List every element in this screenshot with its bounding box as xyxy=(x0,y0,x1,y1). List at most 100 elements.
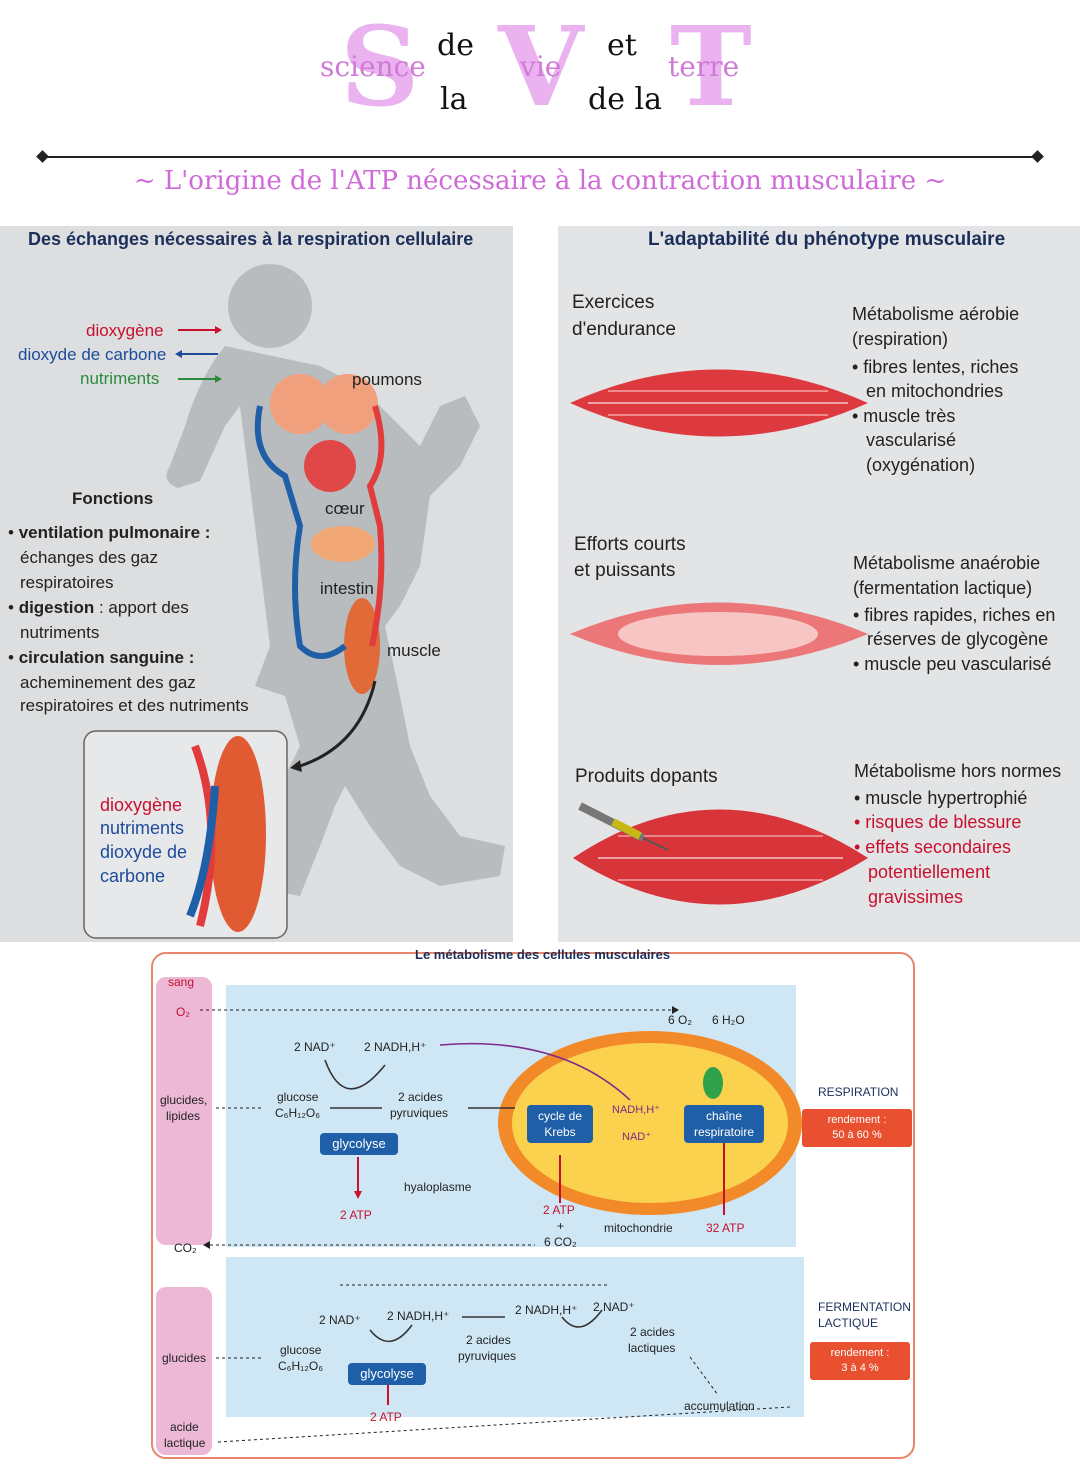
resp-formula: C₆H₁₂O₆ xyxy=(275,1106,321,1120)
bottom-panel-title: Le métabolisme des cellules musculaires xyxy=(415,947,671,962)
function-ventilation: • ventilation pulmonaire : xyxy=(8,523,211,542)
ferm-formula: C₆H₁₂O₆ xyxy=(278,1359,324,1373)
blood-acide: acide xyxy=(170,1420,199,1434)
functions-title: Fonctions xyxy=(72,489,154,508)
row3-b3c: gravissimes xyxy=(868,887,964,907)
inset-co2-2: carbone xyxy=(100,866,166,886)
inset-co2-1: dioxyde de xyxy=(100,842,188,862)
right-panel-title: L'adaptabilité du phénotype musculaire xyxy=(648,229,1006,250)
blood-glucides-lipides1: glucides, xyxy=(160,1093,208,1107)
function-ventilation-desc1: échanges des gaz xyxy=(20,548,158,567)
resp-glucose: glucose xyxy=(277,1090,319,1104)
ferm-pyruv2: pyruviques xyxy=(458,1349,517,1363)
resp-nadh: 2 NADH,H⁺ xyxy=(364,1040,427,1054)
page-subtitle: ~ L'origine de l'ATP nécessaire à la con… xyxy=(133,166,947,196)
row2-head2: (fermentation lactique) xyxy=(853,578,1033,598)
ferm-lact1: 2 acides xyxy=(630,1325,675,1339)
function-digestion: • digestion : apport des xyxy=(8,598,189,617)
row3-b3b: potentiellement xyxy=(868,862,991,882)
row1-b2c: (oxygénation) xyxy=(866,455,976,475)
blood-lactique: lactique xyxy=(164,1436,206,1450)
organ-heart: cœur xyxy=(325,499,365,518)
logo-word-la: la xyxy=(440,82,468,117)
organ-lungs: poumons xyxy=(352,370,422,389)
row3-b2a: • risques de blessure xyxy=(854,812,1022,832)
resp-yield: rendement :50 à 60 % xyxy=(802,1109,912,1147)
ferm-accum: accumulation xyxy=(684,1399,755,1413)
runner-illustration xyxy=(83,264,505,939)
row3-b3a: • effets secondaires xyxy=(854,837,1012,857)
muscle-illustrations xyxy=(570,369,868,905)
inset-nutrients: nutriments xyxy=(100,818,185,838)
row2-b2a: • muscle peu vascularisé xyxy=(853,654,1052,674)
row2-left1: Efforts courts xyxy=(574,534,686,555)
muscle-metabolism-panel: Le métabolisme des cellules musculaires … xyxy=(150,945,930,1464)
logo-word-et: et xyxy=(607,28,637,63)
resp-glycolyse: glycolyse xyxy=(320,1133,398,1155)
ferm-pyruv1: 2 acides xyxy=(466,1333,511,1347)
blood-sang: sang xyxy=(168,975,195,989)
metabolism-diagram xyxy=(151,952,915,1459)
row3-left1: Produits dopants xyxy=(575,766,718,787)
row1-b1a: • fibres lentes, riches xyxy=(852,357,1019,377)
logo-letter-s: S xyxy=(340,2,420,131)
resp-o2: 6 O₂ xyxy=(668,1013,692,1027)
function-circulation-desc2: respiratoires et des nutriments xyxy=(20,696,249,715)
ferm-lact2: lactiques xyxy=(628,1341,676,1355)
logo-word-vie: vie xyxy=(520,50,562,83)
logo-letter-t: T xyxy=(670,2,752,131)
resp-pyruv1: 2 acides xyxy=(398,1090,443,1104)
ferm-nad: 2 NAD⁺ xyxy=(319,1313,361,1327)
resp-nad: 2 NAD⁺ xyxy=(294,1040,336,1054)
ferm-label1: FERMENTATION xyxy=(818,1300,911,1314)
left-panel-title: Des échanges nécessaires à la respiratio… xyxy=(28,229,474,249)
svt-logo: S science de la V vie et de la T terre xyxy=(0,0,1080,130)
logo-word-de: de xyxy=(437,28,474,63)
row2-head1: Métabolisme anaérobie xyxy=(853,553,1041,573)
ferm-yield: rendement :3 à 4 % xyxy=(810,1342,910,1380)
logo-word-dela: de la xyxy=(588,82,662,117)
blood-glucides-lipides2: lipides xyxy=(166,1109,201,1123)
blood-co2: CO₂ xyxy=(174,1241,197,1255)
row1-left2: d'endurance xyxy=(572,319,676,340)
mito-nad: NAD⁺ xyxy=(622,1131,652,1143)
resp-co2: 6 CO₂ xyxy=(544,1235,577,1249)
ferm-atp: 2 ATP xyxy=(370,1410,402,1424)
syringe-icon xyxy=(578,802,669,851)
row1-left1: Exercices xyxy=(572,292,655,313)
row2-b1a: • fibres rapides, riches en xyxy=(853,605,1056,625)
ferm-nadh2: 2 NADH,H⁺ xyxy=(515,1303,578,1317)
row1-head1: Métabolisme aérobie xyxy=(852,304,1020,324)
ferm-glycolyse: glycolyse xyxy=(348,1363,426,1385)
organ-intestine: intestin xyxy=(320,579,374,598)
blood-o2: O₂ xyxy=(176,1005,190,1019)
row2-left2: et puissants xyxy=(574,560,676,581)
legend-co2: dioxyde de carbone xyxy=(18,345,167,364)
function-circulation: • circulation sanguine : xyxy=(8,648,195,667)
muscle-phenotype-panel: L'adaptabilité du phénotype musculaire E… xyxy=(558,226,1080,942)
blood-glucides: glucides xyxy=(162,1351,207,1365)
resp-atp-chain: 32 ATP xyxy=(706,1221,745,1235)
resp-h2o: 6 H₂O xyxy=(712,1013,745,1027)
inset-o2: dioxygène xyxy=(100,795,183,815)
resp-plus: + xyxy=(557,1219,565,1233)
row1-b2b: vascularisé xyxy=(866,430,957,450)
row1-b1b: en mitochondries xyxy=(866,381,1004,401)
ferm-nadh: 2 NADH,H⁺ xyxy=(387,1309,450,1323)
row3-head1: Métabolisme hors normes xyxy=(854,761,1062,781)
ferm-nad2: 2 NAD⁺ xyxy=(593,1300,635,1314)
resp-atp-glyco: 2 ATP xyxy=(340,1208,372,1222)
divider-dot-right xyxy=(1031,150,1044,163)
resp-hyalo: hyaloplasme xyxy=(404,1180,472,1194)
row2-b1b: réserves de glycogène xyxy=(867,629,1049,649)
organ-muscle: muscle xyxy=(387,641,441,660)
function-digestion-desc: nutriments xyxy=(20,623,100,642)
mito-nadh: NADH,H⁺ xyxy=(612,1104,660,1116)
header-divider xyxy=(42,156,1038,158)
function-ventilation-desc2: respiratoires xyxy=(20,573,114,592)
resp-pyruv2: pyruviques xyxy=(390,1106,449,1120)
resp-label: RESPIRATION xyxy=(818,1085,899,1099)
resp-atp-krebs: 2 ATP xyxy=(543,1203,575,1217)
